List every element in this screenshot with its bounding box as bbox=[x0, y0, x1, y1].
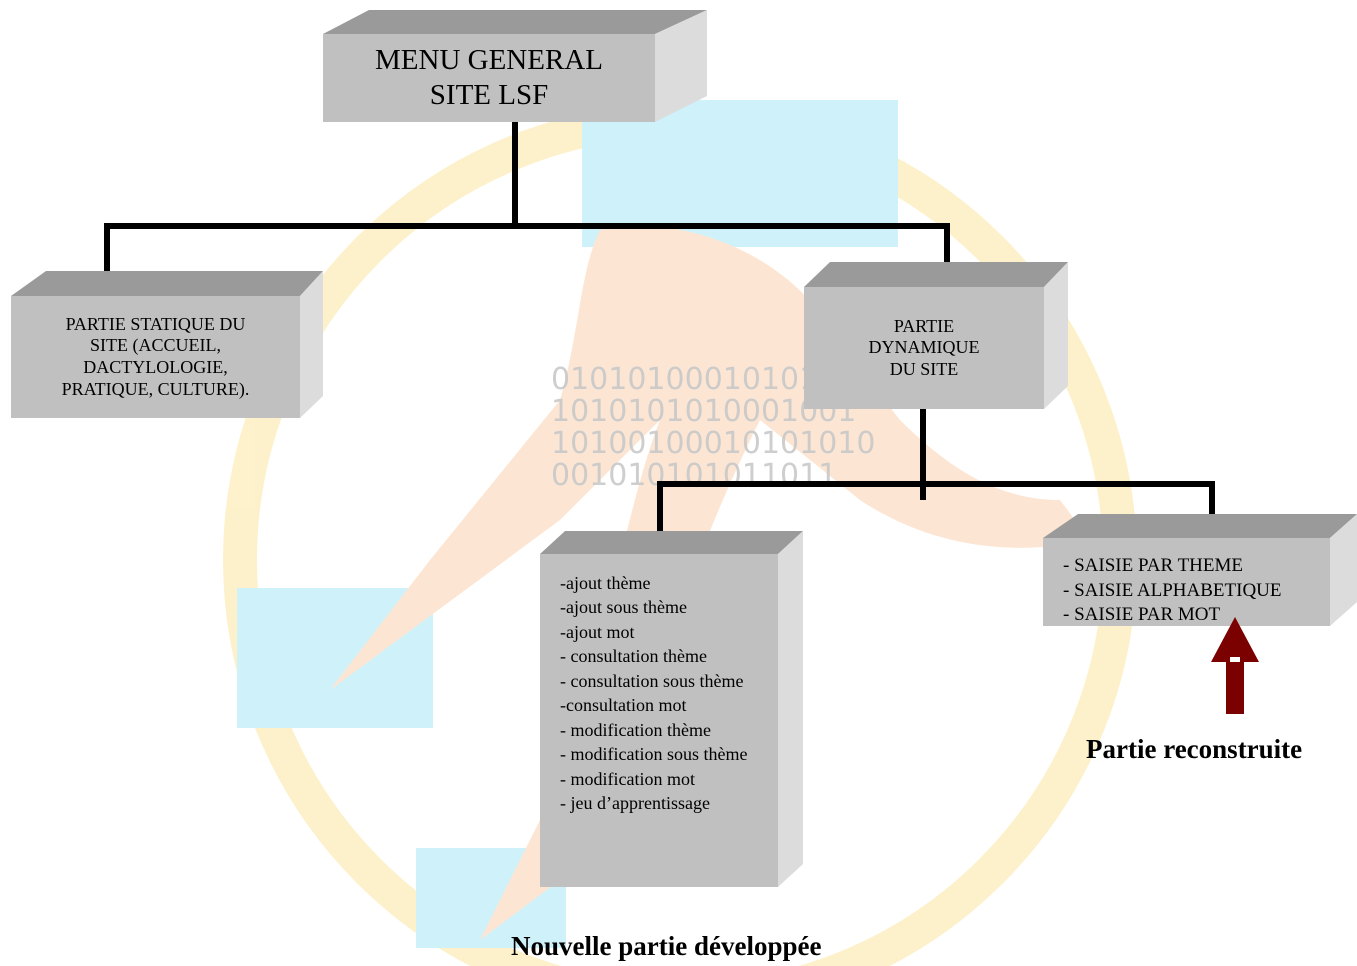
feature-item: - modification thème bbox=[560, 719, 711, 740]
static-part-line: PARTIE STATIQUE DU bbox=[65, 313, 246, 334]
feature-item: -consultation mot bbox=[560, 695, 687, 716]
feature-item: - modification mot bbox=[560, 768, 695, 789]
watermark-binary: 010101000101010 1010101010001001 1010010… bbox=[551, 362, 875, 493]
dynamic-part-line: DYNAMIQUE bbox=[868, 337, 980, 358]
static-part-box: PARTIE STATIQUE DU SITE (ACCUEIL, DACTYL… bbox=[11, 296, 300, 418]
box-dynamic-side-face bbox=[1044, 262, 1068, 409]
saisie-item: - SAISIE PAR MOT bbox=[1063, 604, 1221, 626]
box-dynamic-top-face bbox=[804, 262, 1068, 287]
box-main-top-face bbox=[323, 10, 707, 34]
box-features-top-face bbox=[540, 531, 803, 554]
caption-rebuilt-part: Partie reconstruite bbox=[1086, 734, 1303, 764]
dynamic-part-line: DU SITE bbox=[889, 358, 959, 379]
feature-item: -ajout thème bbox=[560, 573, 651, 593]
static-part-line: SITE (ACCUEIL, bbox=[90, 335, 221, 356]
feature-item: - consultation thème bbox=[560, 646, 707, 667]
caption-new-part: Nouvelle partie développée bbox=[511, 931, 822, 961]
features-box: -ajout thème -ajout sous thème -ajout mo… bbox=[540, 554, 778, 887]
saisie-item: - SAISIE PAR THEME bbox=[1063, 555, 1243, 576]
static-part-line: DACTYLOLOGIE, bbox=[83, 357, 228, 377]
feature-item: -ajout sous thème bbox=[560, 597, 687, 618]
watermark-binary-line: 10100100010101010 bbox=[551, 426, 875, 461]
box-static-top-face bbox=[11, 271, 323, 296]
watermark-figure bbox=[330, 226, 1090, 940]
dynamic-part-line: PARTIE bbox=[893, 315, 955, 336]
saisie-item: - SAISIE ALPHABETIQUE bbox=[1063, 579, 1282, 601]
feature-item: - consultation sous thème bbox=[560, 670, 744, 691]
main-menu-line: SITE LSF bbox=[429, 79, 549, 111]
box-saisie-side-face bbox=[1330, 514, 1357, 626]
box-saisie-top-face bbox=[1043, 514, 1357, 538]
watermark-square-top bbox=[582, 100, 898, 247]
box-features-side-face bbox=[778, 531, 803, 887]
saisie-box: - SAISIE PAR THEME - SAISIE ALPHABETIQUE… bbox=[1043, 538, 1330, 626]
feature-item: -ajout mot bbox=[560, 621, 635, 642]
watermark-binary-line: 010101000101010 bbox=[551, 362, 837, 397]
main-menu-box: MENU GENERAL SITE LSF bbox=[323, 34, 655, 122]
box-static-side-face bbox=[300, 271, 323, 418]
box-main-side-face bbox=[655, 10, 707, 122]
watermark-binary-line: 001010101011011 bbox=[551, 458, 837, 493]
main-menu-line: MENU GENERAL bbox=[375, 43, 603, 76]
feature-item: - jeu d’apprentissage bbox=[560, 793, 710, 814]
dynamic-part-box: PARTIE DYNAMIQUE DU SITE bbox=[804, 287, 1044, 409]
feature-item: - modification sous thème bbox=[560, 744, 748, 765]
static-part-line: PRATIQUE, CULTURE). bbox=[61, 378, 250, 399]
